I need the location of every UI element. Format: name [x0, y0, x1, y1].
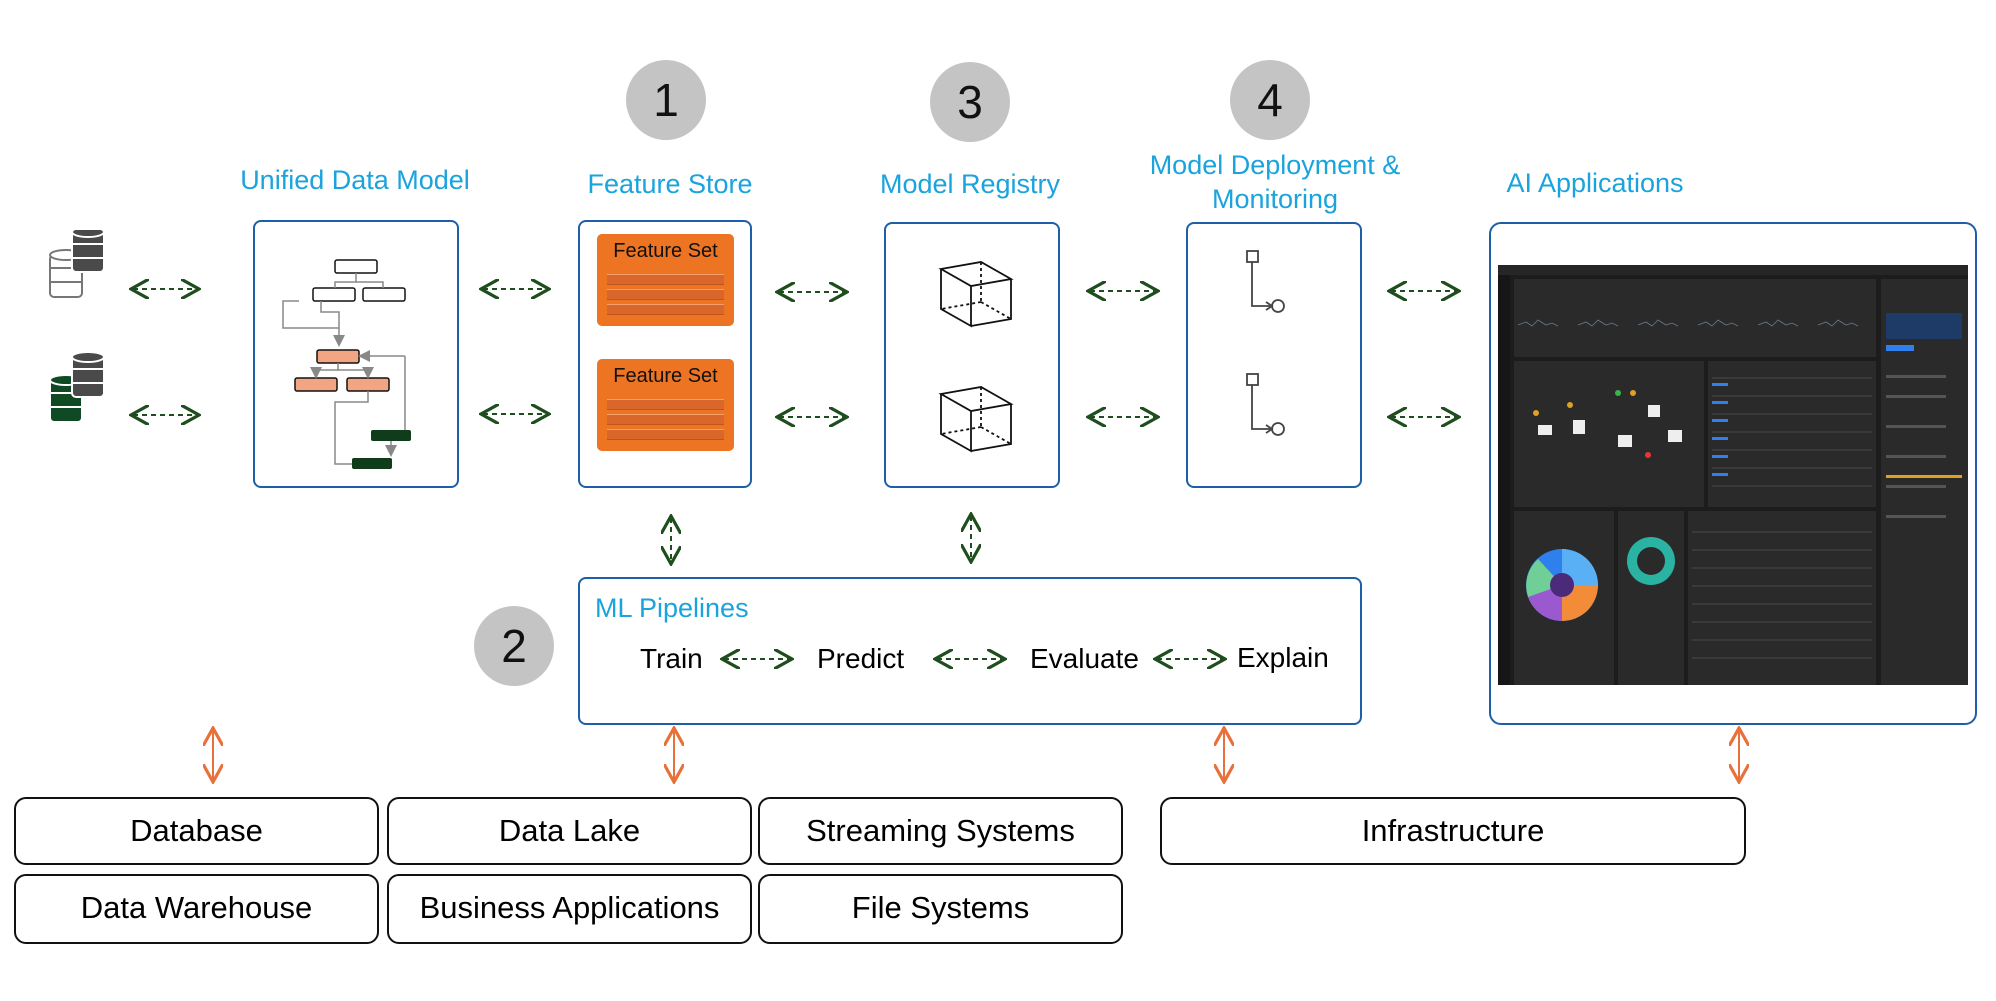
- model-deployment-title-line2: Monitoring: [1211, 184, 1339, 214]
- source-streaming-systems: Streaming Systems: [758, 797, 1123, 865]
- model-registry-box: [884, 222, 1060, 488]
- step-badge-2: 2: [474, 606, 554, 686]
- feature-store-box: Feature Set Feature Set: [578, 220, 752, 488]
- source-file-systems: File Systems: [758, 874, 1123, 944]
- data-model-flow-icon: [282, 259, 411, 469]
- dashboard-preview-image: [1498, 265, 1968, 685]
- feature-set-card: Feature Set: [597, 359, 734, 451]
- step-badge-1: 1: [626, 60, 706, 140]
- model-deployment-box: [1186, 222, 1362, 488]
- ai-applications-box: [1489, 222, 1977, 725]
- model-deployment-title-line1: Model Deployment &: [1149, 150, 1401, 180]
- pipeline-step-evaluate: Evaluate: [1030, 643, 1139, 674]
- unified-data-model-box: [253, 220, 459, 488]
- feature-set-label: Feature Set: [613, 365, 718, 387]
- unified-data-model-title: Unified Data Model: [240, 165, 470, 195]
- ml-pipelines-title: ML Pipelines: [595, 593, 749, 623]
- database-stack-icon: [49, 230, 105, 423]
- source-infrastructure: Infrastructure: [1160, 797, 1746, 865]
- pipeline-step-explain: Explain: [1237, 642, 1329, 673]
- pipeline-step-train: Train: [640, 643, 703, 674]
- step-badge-4: 4: [1230, 60, 1310, 140]
- source-data-warehouse: Data Warehouse: [14, 874, 379, 944]
- deployment-flow-icon: [1246, 250, 1285, 436]
- feature-set-card: Feature Set: [597, 234, 734, 326]
- model-deployment-title: Model Deployment & Monitoring: [1120, 148, 1430, 216]
- source-data-lake: Data Lake: [387, 797, 752, 865]
- feature-store-title: Feature Store: [587, 169, 753, 199]
- ai-applications-title: AI Applications: [1506, 168, 1684, 198]
- model-registry-title: Model Registry: [879, 169, 1061, 199]
- dashboard-screenshot: [1498, 265, 1968, 685]
- pipeline-step-predict: Predict: [817, 643, 905, 674]
- source-business-applications: Business Applications: [387, 874, 752, 944]
- feature-set-label: Feature Set: [613, 240, 718, 262]
- cube-icon: [938, 261, 1014, 453]
- step-badge-3: 3: [930, 62, 1010, 142]
- source-database: Database: [14, 797, 379, 865]
